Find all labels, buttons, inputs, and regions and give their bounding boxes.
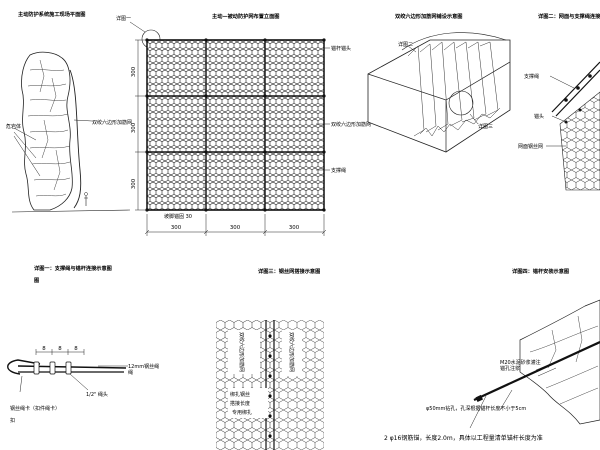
- rock-face: [519, 299, 600, 425]
- label-special-binding: 专用绑扎: [232, 409, 252, 416]
- top-rope-arc: [401, 32, 507, 51]
- dim-v-3: 300: [131, 178, 137, 189]
- ground-line: [11, 209, 131, 213]
- dim-h-3: 300: [289, 225, 300, 231]
- title-rope-anchor: 详图一：支撑绳与锚杆连接示意图: [34, 264, 112, 272]
- panel-anchor-install: 详图四：锚杆安装示意图 M20水泥砂浆灌注锚孔注浆 φ50mm钻孔，孔深根据锚杆…: [384, 267, 600, 442]
- dim-vertical: [135, 39, 147, 211]
- label-anchor-detail: 锚头: [534, 113, 544, 120]
- label-rope-elev: 支撑绳: [331, 167, 346, 174]
- dim-v-1: 300: [131, 66, 137, 77]
- support-ropes: [146, 39, 325, 211]
- panel-mesh-overlap: 详图三：钢丝网搭接示意图 双绞六边形加筋网 双绞六边形加筋网 绑扎钢丝 搭接长度…: [216, 267, 324, 450]
- title-rope-detail: 详图二：网面与支撑绳连接示意: [538, 12, 600, 20]
- label-mesh-detail: 网面钢丝网: [518, 143, 543, 150]
- leaders-elevation: [316, 47, 330, 171]
- label-overlap: 搭接长度: [230, 400, 250, 407]
- tag-detail-2: 详图二: [398, 41, 413, 48]
- detail-tag-1: 详图一: [116, 15, 131, 22]
- label-rock: 危岩体: [6, 123, 21, 130]
- tag3-leader: [469, 113, 479, 125]
- title-mesh-overlap: 详图三：钢丝网搭接示意图: [258, 267, 320, 275]
- label-wire-clip: 钢丝绳卡（扣件绳卡）: [10, 405, 60, 412]
- label-drill-hole: φ50mm钻孔，孔深根据锚杆长度不小于5cm: [426, 405, 526, 412]
- rope-loop: [7, 359, 41, 375]
- anchor-plate: [475, 394, 483, 402]
- wire-clips: [33, 361, 72, 375]
- dim-clip-3: 8: [74, 346, 78, 352]
- label-12mm-rope: 12mm钢丝绳绳: [128, 363, 159, 376]
- title-anchor-install: 详图四：锚杆安装示意图: [512, 267, 569, 275]
- label-rope-detail: 支撑绳: [524, 73, 539, 80]
- dim-clip-2: 8: [58, 346, 62, 352]
- label-reinforced-net: 双绞六边形加筋网: [92, 119, 132, 126]
- label-net-elev: 双绞六边形加筋网: [331, 121, 371, 128]
- title-rope-anchor-2: 图: [34, 276, 39, 284]
- leaders-anchor: [469, 367, 557, 429]
- dim-horizontal: [144, 214, 327, 236]
- detail-mesh: [559, 91, 600, 191]
- person-icon: [84, 196, 88, 206]
- dim-clip-spacing: [35, 349, 85, 355]
- panel-rope-detail: 详图二：网面与支撑绳连接示意 支撑绳 锚头 网面钢丝网: [518, 12, 600, 191]
- label-net-left: 双绞六边形加筋网: [238, 332, 245, 372]
- label-mortar: M20水泥砂浆灌注锚孔注浆: [500, 359, 541, 372]
- leader-lines-rock: [13, 119, 93, 177]
- dim-h-1: 300: [171, 225, 182, 231]
- person-head-icon: [84, 192, 88, 196]
- detail-tag-leader: [129, 21, 146, 33]
- rock-texture: [27, 59, 71, 197]
- panel-slope-plan: 主动防护系统施工现场平面图 危岩体 双绞六边形加筋网: [6, 10, 132, 213]
- label-wire-clip-2: 扣: [10, 417, 15, 424]
- title-slope-plan: 主动防护系统施工现场平面图: [18, 10, 85, 18]
- panel-net-elevation: 主动—被动防护网布置立面图 详图一 300: [116, 12, 371, 236]
- label-binding-wire: 绑扎钢丝: [230, 391, 250, 398]
- label-bottom-anchor: 坡脚锚固 30: [164, 213, 192, 220]
- rope-clamps: [564, 74, 592, 124]
- anchor-bar: [473, 341, 600, 401]
- tag-detail-3: 详图三: [478, 123, 493, 130]
- leaders-rope-detail: [546, 75, 575, 147]
- label-anchor-bar: 2 φ16钢筋锚，长度2.0m，具体以工程量清单锚杆长度为准: [384, 434, 543, 442]
- rope-lines: [551, 61, 600, 117]
- label-box-left: [228, 330, 260, 374]
- panel-net-laying: 双绞六边形加筋网铺设示意图 详图二 详图三: [367, 12, 511, 153]
- label-box-bottom: [228, 388, 268, 418]
- net-strips: [407, 41, 501, 137]
- title-net-elevation: 主动—被动防护网布置立面图: [212, 12, 279, 20]
- panel-rope-anchor: 详图一：支撑绳与锚杆连接示意图 图 8 8 8 12mm钢丝绳绳 1/2" 绳头…: [7, 264, 159, 424]
- label-anchor-head: 锚杆锚头: [331, 45, 351, 52]
- block-outline: [367, 39, 511, 153]
- label-net-right: 双绞六边形加筋网: [288, 332, 295, 372]
- detail-circle-3: [448, 90, 474, 116]
- tag2-leader: [407, 45, 417, 53]
- leaders-rope-anchor: [19, 365, 128, 393]
- binding-points: [268, 334, 272, 438]
- dim-h-2: 300: [230, 225, 241, 231]
- label-box-right: [282, 330, 302, 376]
- dim-clip-1: 8: [42, 346, 46, 352]
- label-rope-head: 1/2" 绳头: [86, 391, 108, 398]
- net-boundary: [69, 69, 82, 209]
- dim-v-2: 300: [131, 122, 137, 133]
- net-mesh-area: [146, 39, 325, 211]
- title-net-laying: 双绞六边形加筋网铺设示意图: [395, 12, 462, 20]
